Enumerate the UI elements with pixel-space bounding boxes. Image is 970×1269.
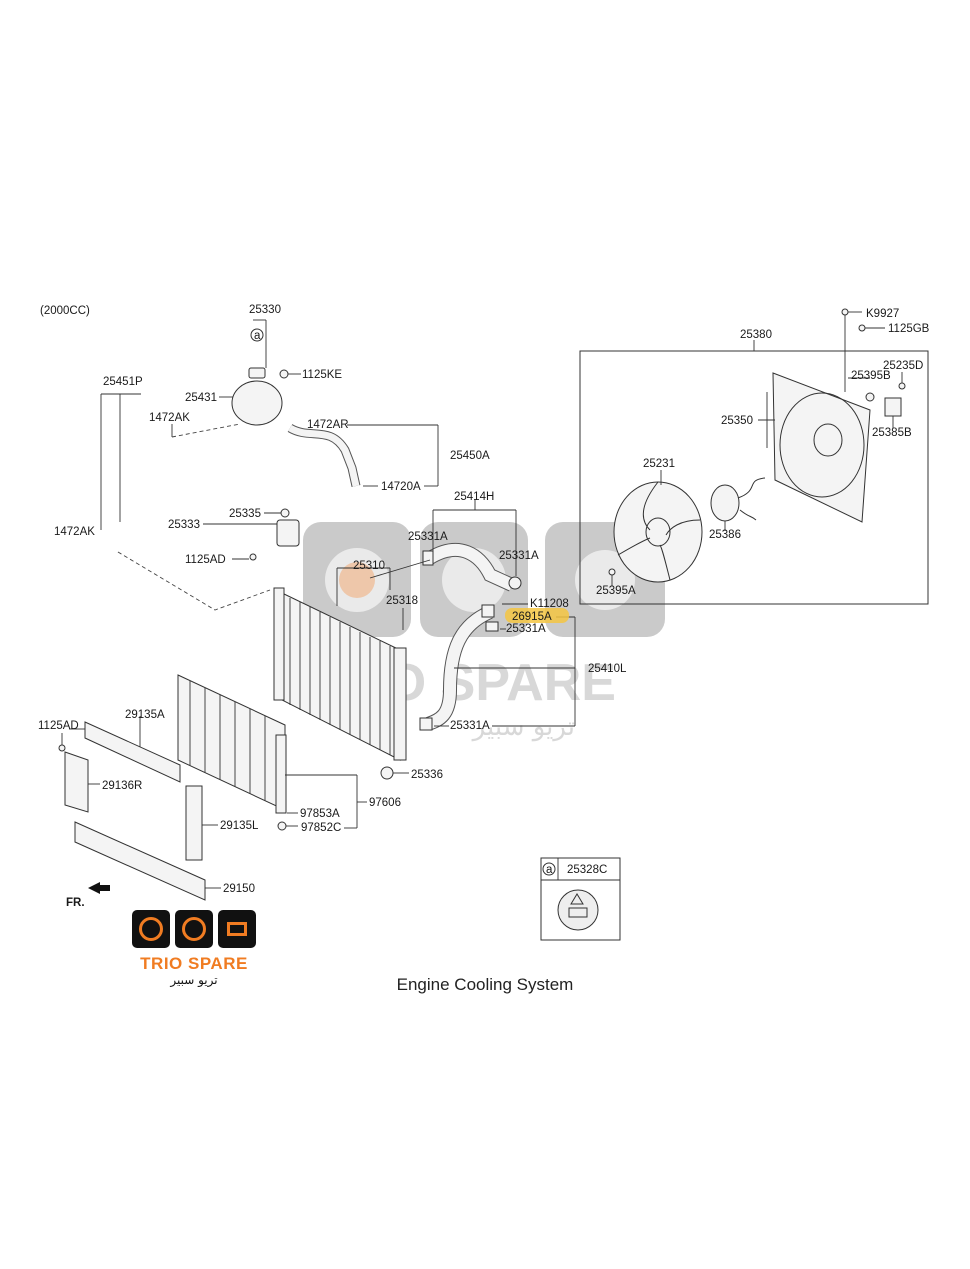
label-25335: 25335 (229, 508, 261, 520)
label-29150: 29150 (223, 883, 255, 895)
label-25410L: 25410L (588, 663, 627, 675)
brand-gauge-icon (132, 910, 170, 948)
highlight-26915A (505, 608, 569, 623)
overflow-hose (99, 393, 271, 611)
label-25231: 25231 (643, 458, 675, 470)
label-25331A-4: 25331A (450, 720, 490, 732)
label-97853A: 97853A (300, 808, 340, 820)
air-guard-29135L (185, 785, 218, 861)
lower-radiator-hose (419, 603, 576, 731)
condenser-97606 (177, 674, 367, 831)
mount-25336 (380, 766, 409, 780)
label-25431: 25431 (185, 392, 217, 404)
label-29135L: 29135L (220, 820, 259, 832)
label-25318: 25318 (386, 595, 418, 607)
label-25451P: 25451P (103, 376, 143, 388)
label-1125KE: 1125KE (302, 369, 342, 381)
callout-part: 25328C (567, 864, 607, 876)
label-25395B: 25395B (851, 370, 891, 382)
fan-motor-25386 (710, 477, 766, 531)
label-25331A-1: 25331A (408, 531, 448, 543)
brand-engine-icon (218, 910, 256, 948)
label-1472AR: 1472AR (307, 419, 349, 431)
front-indicator: FR. (66, 882, 110, 909)
brand-speedometer-icon (175, 910, 213, 948)
label-25235D: 25235D (883, 360, 923, 372)
label-26915A: 26915A (512, 611, 552, 623)
air-guard-29135A (58, 716, 181, 783)
reservoir-tank: a (219, 319, 301, 426)
label-25333: 25333 (168, 519, 200, 531)
front-label: FR. (66, 897, 85, 909)
label-25395A: 25395A (596, 585, 636, 597)
label-97606: 97606 (369, 797, 401, 809)
air-guard-29150 (74, 821, 221, 901)
engine-variant-label: (2000CC) (40, 305, 90, 317)
label-K9927: K9927 (866, 308, 899, 320)
reservoir-hose (287, 423, 439, 487)
callout-marker: a (546, 864, 553, 876)
label-25386: 25386 (709, 529, 741, 541)
label-25331A-3: 25331A (506, 623, 546, 635)
fan-assembly-box (579, 340, 929, 605)
label-25380: 25380 (740, 329, 772, 341)
label-25350: 25350 (721, 415, 753, 427)
label-1472AK-top: 1472AK (149, 412, 190, 424)
label-25310: 25310 (353, 560, 385, 572)
watermark-arabic: تريو سبير (471, 712, 575, 742)
cap-marker: a (254, 330, 261, 342)
label-25385B: 25385B (872, 427, 912, 439)
label-14720A: 14720A (381, 481, 421, 493)
air-guard-29136R (64, 751, 100, 813)
brand-logo: TRIO SPARE تريو سبير (130, 910, 258, 990)
fasteners-top-right (841, 308, 906, 428)
label-29136R: 29136R (102, 780, 142, 792)
upper-radiator-hose (422, 500, 522, 592)
label-1472AK-left: 1472AK (54, 526, 95, 538)
label-25414H: 25414H (454, 491, 494, 503)
label-25330: 25330 (249, 304, 281, 316)
label-25336: 25336 (411, 769, 443, 781)
label-97852C: 97852C (301, 822, 341, 834)
label-K11208: K11208 (530, 598, 569, 610)
label-1125GB: 1125GB (888, 323, 930, 335)
fan-blade-25231 (613, 470, 703, 583)
radiator-25310 (273, 559, 431, 761)
bracket-25333 (203, 508, 300, 561)
brand-arabic: تريو سبير (170, 973, 218, 987)
label-25450A: 25450A (450, 450, 490, 462)
label-25331A-2: 25331A (499, 550, 539, 562)
label-1125AD-top: 1125AD (185, 554, 226, 566)
brand-name: TRIO SPARE (140, 954, 248, 973)
label-callout-box: a 25328C (540, 857, 621, 941)
label-1125AD-left: 1125AD (38, 720, 79, 732)
diagram-caption: Engine Cooling System (396, 975, 574, 994)
screw-25395A (608, 568, 616, 586)
fan-shroud-25350 (758, 372, 871, 523)
label-29135A: 29135A (125, 709, 165, 721)
